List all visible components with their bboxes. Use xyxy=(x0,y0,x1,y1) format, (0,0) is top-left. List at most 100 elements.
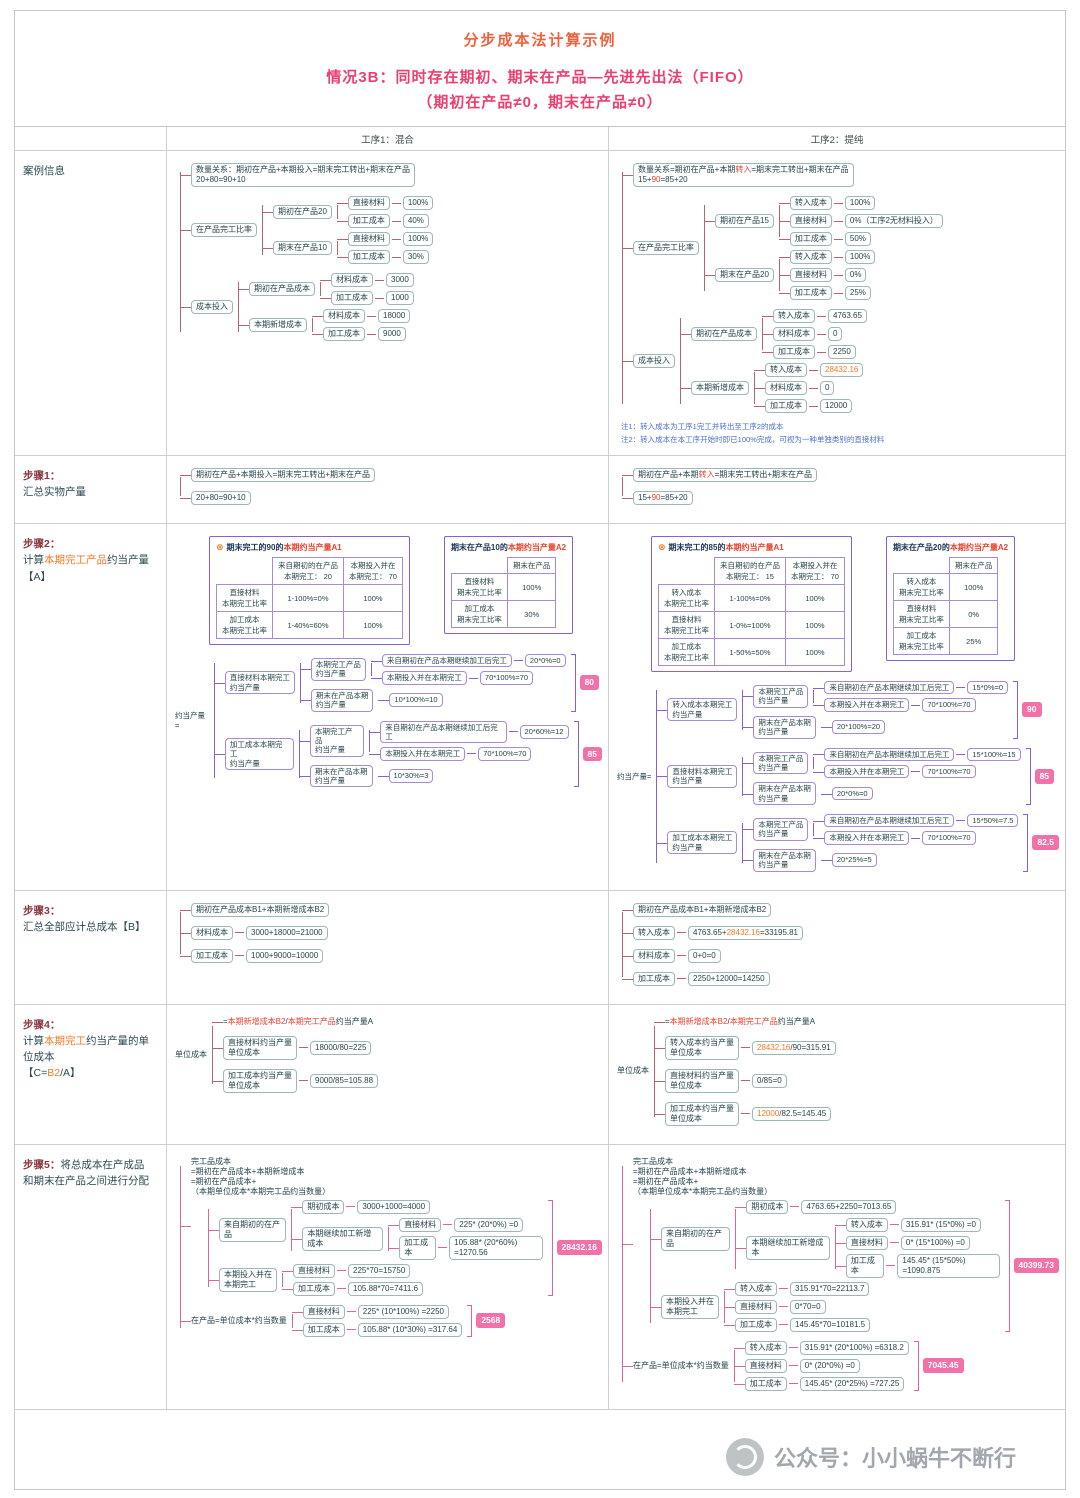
text-span: 本期新增成本 xyxy=(696,383,744,392)
tree-branch: =本期新增成本B2/本期完工产品约当产量A xyxy=(211,1016,378,1027)
text-span: 材料成本 xyxy=(638,950,670,960)
tree-node: 加工成本本期完工 约当产量本期完工产品 约当产量来自期初在产品本期继续加工后完工… xyxy=(667,814,1059,872)
text-span: 加工成本 xyxy=(770,401,802,410)
text-span: 计算 xyxy=(23,1034,44,1047)
text-span: 18000/80=225 xyxy=(315,1042,367,1052)
connector-line xyxy=(817,315,826,317)
node-label: 加工成本 xyxy=(293,1281,335,1296)
text-span: 直接材料约当产量 单位成本 xyxy=(228,1037,292,1057)
node-label: 加工成本 xyxy=(191,948,233,963)
text-span: / xyxy=(285,1016,288,1026)
text-span: 期末在产品本期 约当产量 xyxy=(315,690,369,710)
text-span: 期初在产品15 xyxy=(720,216,769,225)
node-label: 来自期初的在产品 xyxy=(661,1226,731,1251)
note-line: 注2：转入成本在本工序开始时即已100%完成，可视为一种单独类别的直接材料 xyxy=(621,435,885,444)
tree-branch: 完工品成本 =期初在产品成本+本期新增成本 =期初在产品成本+ （本期单位成本*… xyxy=(622,1157,1059,1332)
text-span: 本期完工产品 约当产量 xyxy=(315,660,361,679)
text-span: 25% xyxy=(849,288,866,297)
text-span: 来自期初在产品本期继续加工后完工 xyxy=(829,749,950,759)
node-value: 4763.65 xyxy=(828,309,867,323)
node-label: 期初在产品15 xyxy=(715,214,774,228)
connector-line xyxy=(391,220,401,222)
result-badge: 2568 xyxy=(476,1313,506,1328)
node-label: 加工成本 xyxy=(744,1376,787,1391)
node-value: 100% xyxy=(402,196,434,210)
tree-node: 数量关系=期初在产品+本期转入=期末完工转出+期末在产品 15+90=85+20 xyxy=(633,163,854,187)
node-label: 本期投入并在本期完工 xyxy=(824,698,910,712)
connector-line xyxy=(741,1113,750,1114)
snail-logo-icon xyxy=(725,1438,764,1476)
node-label: 来自期初在产品本期继续加工后完工 xyxy=(381,654,512,668)
bracket-line xyxy=(573,720,579,788)
node-label: 数量关系：期初在产品+本期投入=期末完工转出+期末在产品 20+80=90+10 xyxy=(191,163,416,187)
text-span: 在产品=单位成本*约当数量 xyxy=(633,1360,729,1370)
tree-branch: 加工成本本期完工 约当产量本期完工产品 约当产量来自期初在产品本期继续加工后完工… xyxy=(656,814,1059,872)
text-span: 加工成本 xyxy=(352,216,385,225)
node-label: 转入成本 xyxy=(765,363,807,377)
text-span: 本期约当产量A2 xyxy=(949,543,1009,552)
node-label: 加工成本本期完工 约当产量 xyxy=(224,737,295,770)
connector-line xyxy=(346,1311,356,1312)
node-value: 12000 xyxy=(820,399,853,413)
table-cell: 100% xyxy=(506,573,557,601)
node-label: 直接材料本期完工 约当产量 xyxy=(667,764,738,788)
text-span: 315.91* (20*100%) =6318.2 xyxy=(804,1342,904,1352)
node-label: 来自期初在产品本期继续加工后完工 xyxy=(824,747,955,761)
tree-branch: 20*0%=0 xyxy=(820,786,873,801)
node-label: 期初在产品+本期投入=期末完工转出+期末在产品 xyxy=(191,468,376,482)
text-span: 汇总全部应计总成本【B】 xyxy=(23,920,146,933)
text-span: =85+20 xyxy=(660,175,688,184)
node-value: 1000+9000=10000 xyxy=(246,948,324,963)
page-subtitle-2: （期初在产品≠0，期末在产品≠0） xyxy=(417,94,663,111)
tree-node: 约当产量=直接材料本期完工 约当产量本期完工产品 约当产量来自期初在产品本期继续… xyxy=(175,654,602,788)
connector-line xyxy=(337,1288,346,1289)
subtree-group: 数量关系=期初在产品+本期转入=期末完工转出+期末在产品 15+90=85+20… xyxy=(617,163,943,413)
text-span: 315.91* (15*0%) =0 xyxy=(905,1219,976,1229)
text-span: 加工成本 xyxy=(638,973,670,983)
node-value: 105.88* (20*60%) =1270.56 xyxy=(449,1235,543,1260)
node-label: 直接材料 xyxy=(845,1235,888,1250)
text-span: 转入成本 xyxy=(770,365,802,374)
text-span: = xyxy=(223,1016,228,1026)
node-label: 成本投入 xyxy=(633,354,675,368)
tree-block: 数量关系：期初在产品+本期投入=期末完工转出+期末在产品 20+80=90+10… xyxy=(175,163,602,341)
connector-line xyxy=(833,292,843,294)
bracket-line xyxy=(1013,681,1019,739)
cell-case-info-proc2: 数量关系=期初在产品+本期转入=期末完工转出+期末在产品 15+90=85+20… xyxy=(609,151,1065,456)
text-span: 12000 xyxy=(757,1108,780,1118)
node-label: 加工成本 xyxy=(735,1317,777,1332)
text-span: 70*100%=70 xyxy=(927,833,971,843)
